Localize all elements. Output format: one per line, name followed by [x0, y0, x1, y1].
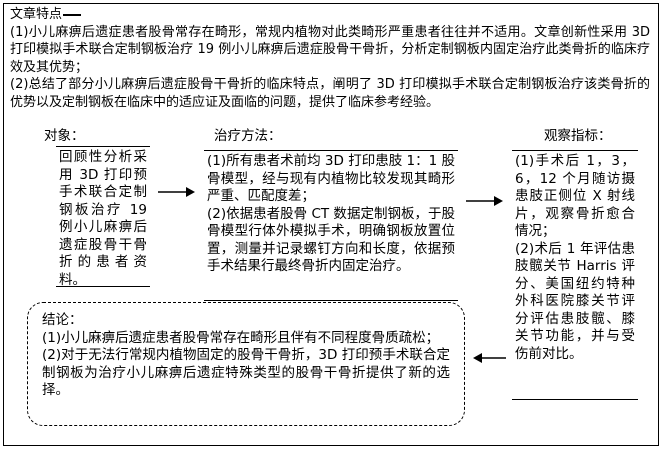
object-box: 回顾性分析采用 3D 打印预手术联合定制钢板治疗 19 例小儿麻痹后遗症股骨干骨…: [56, 146, 150, 288]
features-title: 文章特点: [10, 6, 81, 24]
observe-item-1: (1)手术后 1，3，6，12 个月随访摄患肢正侧位 X 射线片，观察骨折愈合情…: [515, 153, 635, 239]
arrow-right-icon: [158, 187, 195, 197]
article-features: 文章特点 (1)小儿麻痹后遗症患者股骨常存在畸形，常规内植物对此类畸形严重患者往…: [10, 6, 650, 111]
observe-heading: 观察指标：: [544, 128, 612, 144]
method-box: (1)所有患者术前均 3D 打印患肢 1：1 股骨模型，经与现有内植物比较发现其…: [204, 150, 458, 301]
method-item-1: (1)所有患者术前均 3D 打印患肢 1：1 股骨模型，经与现有内植物比较发现其…: [207, 153, 455, 204]
feature-point-2: (2)总结了部分小儿麻痹后遗症股骨干骨折的临床特点，阐明了 3D 打印模拟手术联…: [10, 77, 650, 110]
arrow-right-icon: [466, 196, 503, 206]
object-text: 回顾性分析采用 3D 打印预手术联合定制钢板治疗 19 例小儿麻痹后遗症股骨干骨…: [59, 149, 147, 288]
feature-point-1: (1)小儿麻痹后遗症患者股骨常存在畸形，常规内植物对此类畸形严重患者往往并不适用…: [10, 24, 650, 75]
method-item-2: (2)依据患者股骨 CT 数据定制钢板，于股骨模型行体外模拟手术，明确钢板放置位…: [207, 205, 455, 275]
arrow-left-icon: [473, 353, 506, 363]
method-heading: 治疗方法：: [214, 128, 282, 144]
figure-frame: [3, 3, 659, 446]
conclusion-item-1: (1)小儿麻痹后遗症患者股骨常存在畸形且伴有不同程度骨质疏松；: [42, 329, 440, 346]
observe-item-2: (2)术后 1 年评估患肢髋关节 Harris 评分、美国纽约特种外科医院膝关节…: [515, 240, 635, 362]
conclusion-item-2: (2)对于无法行常规内植物固定的股骨干骨折，3D 打印预手术联合定制钢板为治疗小…: [42, 347, 450, 398]
conclusion-heading: 结论：: [42, 312, 83, 328]
observe-box: (1)手术后 1，3，6，12 个月随访摄患肢正侧位 X 射线片，观察骨折愈合情…: [512, 150, 638, 400]
conclusion-box: 结论： (1)小儿麻痹后遗症患者股骨常存在畸形且伴有不同程度骨质疏松； (2)对…: [27, 302, 465, 426]
object-heading: 对象：: [44, 128, 85, 144]
